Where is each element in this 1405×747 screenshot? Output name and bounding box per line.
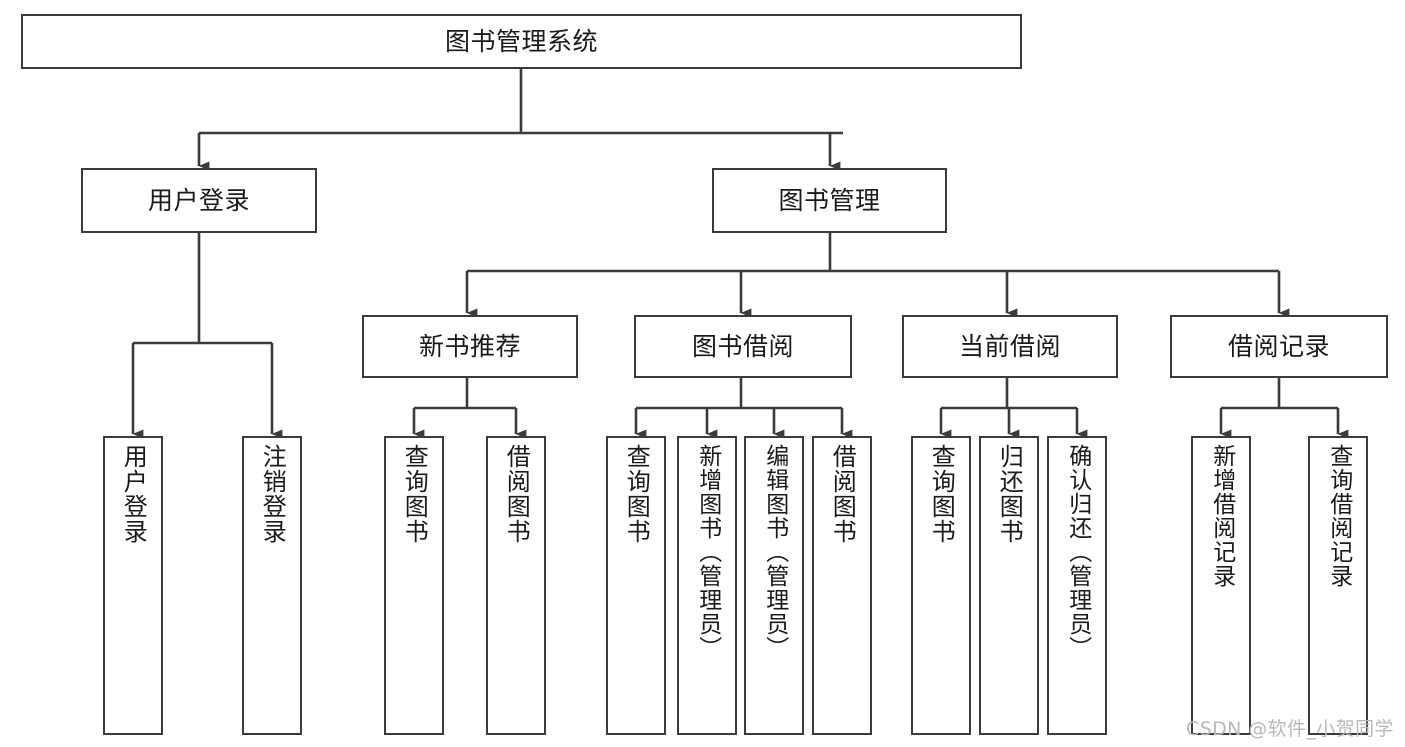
node-label: 注销登录	[258, 444, 287, 544]
node-label: 用户登录	[147, 185, 250, 215]
node-label: 查询图书	[927, 444, 956, 544]
node-book-management[interactable]: 图书管理	[712, 168, 947, 233]
node-label: 图书管理	[778, 185, 881, 215]
leaf-query-borrow-record[interactable]: 查询借阅记录	[1308, 436, 1368, 735]
leaf-logout[interactable]: 注销登录	[242, 436, 302, 735]
node-label: 借阅图书	[828, 444, 857, 544]
node-label: 借阅记录	[1227, 331, 1330, 361]
node-label: 用户登录	[119, 444, 148, 544]
node-book-borrowing[interactable]: 图书借阅	[634, 315, 852, 378]
leaf-confirm-return-admin[interactable]: 确认归还（管理员）	[1047, 436, 1107, 735]
node-label: 借阅图书	[502, 444, 531, 544]
node-label: 新书推荐	[418, 331, 521, 361]
node-current-borrowing[interactable]: 当前借阅	[902, 315, 1118, 378]
node-label: 查询图书	[400, 444, 429, 544]
node-borrowing-records[interactable]: 借阅记录	[1170, 315, 1388, 378]
node-label: 确认归还（管理员）	[1064, 444, 1091, 660]
node-label: 归还图书	[995, 444, 1024, 544]
leaf-add-borrow-record[interactable]: 新增借阅记录	[1191, 436, 1251, 735]
node-root-book-management-system[interactable]: 图书管理系统	[21, 14, 1022, 69]
node-label: 图书管理系统	[444, 26, 598, 56]
leaf-borrow-book[interactable]: 借阅图书	[812, 436, 872, 735]
leaf-query-book-borrow[interactable]: 查询图书	[606, 436, 666, 735]
leaf-add-book-admin[interactable]: 新增图书（管理员）	[677, 436, 737, 735]
leaf-user-login[interactable]: 用户登录	[103, 436, 163, 735]
leaf-edit-book-admin[interactable]: 编辑图书（管理员）	[744, 436, 804, 735]
node-label: 当前借阅	[958, 331, 1061, 361]
node-label: 新增借阅记录	[1208, 444, 1235, 588]
leaf-query-book-recommend[interactable]: 查询图书	[384, 436, 444, 735]
node-new-book-recommendation[interactable]: 新书推荐	[362, 315, 578, 378]
node-label: 图书借阅	[691, 331, 794, 361]
node-label: 编辑图书（管理员）	[761, 444, 788, 660]
node-user-login[interactable]: 用户登录	[81, 168, 317, 233]
node-label: 新增图书（管理员）	[694, 444, 721, 660]
node-label: 查询图书	[622, 444, 651, 544]
leaf-query-book-current[interactable]: 查询图书	[911, 436, 971, 735]
node-label: 查询借阅记录	[1325, 444, 1352, 588]
leaf-return-book[interactable]: 归还图书	[979, 436, 1039, 735]
leaf-borrow-book-recommend[interactable]: 借阅图书	[486, 436, 546, 735]
